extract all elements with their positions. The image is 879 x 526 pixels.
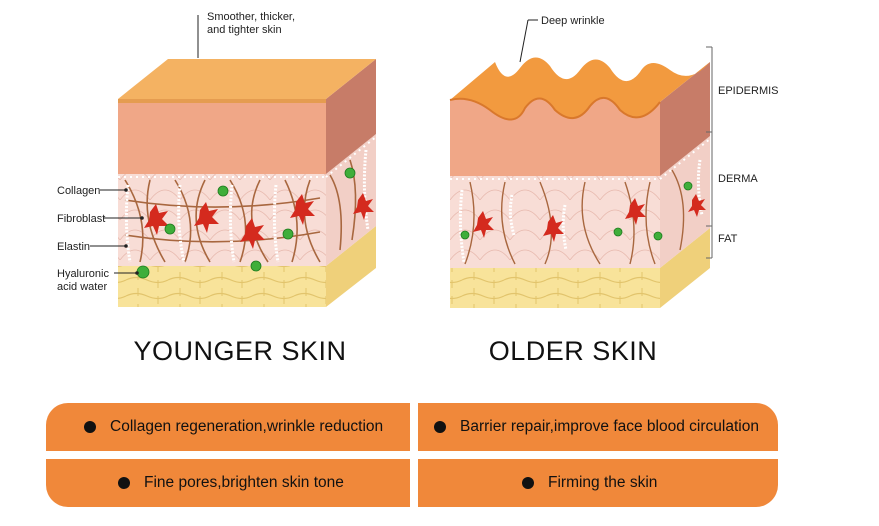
- hyaluronic-label-line2: acid water: [57, 281, 107, 293]
- benefit-text: Fine pores,brighten skin tone: [144, 474, 344, 492]
- older-skin-block: [450, 57, 710, 308]
- older-fat-layer: [450, 268, 660, 308]
- svg-text:and tighter skin: and tighter skin: [207, 24, 282, 36]
- svg-text:Smoother, thicker,: Smoother, thicker,: [207, 11, 295, 23]
- older-skin-title: OLDER SKIN: [489, 336, 658, 366]
- benefit-fine-pores: Fine pores,brighten skin tone: [46, 459, 410, 507]
- benefit-text: Firming the skin: [548, 474, 657, 492]
- younger-top-note: Smoother, thicker, and tighter skin: [198, 11, 295, 58]
- bullet-icon: [118, 477, 130, 489]
- epidermis-label: EPIDERMIS: [718, 85, 779, 97]
- benefit-text: Collagen regeneration,wrinkle reduction: [110, 418, 383, 436]
- layer-bracket: EPIDERMIS DERMA FAT: [706, 47, 779, 258]
- benefit-firming: Firming the skin: [418, 459, 778, 507]
- hyaluronic-label-line1: Hyaluronic: [57, 268, 109, 280]
- deep-wrinkle-note: Deep wrinkle: [520, 15, 605, 62]
- younger-top-note-line2: and tighter skin: [207, 24, 282, 36]
- svg-text:Hyaluronic: Hyaluronic: [57, 268, 109, 280]
- benefit-collagen-regeneration: Collagen regeneration,wrinkle reduction: [46, 403, 410, 451]
- bullet-icon: [434, 421, 446, 433]
- fat-label: FAT: [718, 233, 738, 245]
- elastin-label: Elastin: [57, 241, 90, 253]
- benefit-text: Barrier repair,improve face blood circul…: [460, 418, 759, 436]
- younger-epidermis-layer: [118, 99, 326, 174]
- deep-wrinkle-label: Deep wrinkle: [541, 15, 605, 27]
- bullet-icon: [84, 421, 96, 433]
- bullet-icon: [522, 477, 534, 489]
- fibroblast-label: Fibroblast: [57, 213, 105, 225]
- derma-label: DERMA: [718, 173, 758, 185]
- younger-skin-block: [118, 59, 376, 307]
- svg-text:acid water: acid water: [57, 281, 107, 293]
- younger-skin-title: YOUNGER SKIN: [133, 336, 346, 366]
- younger-top-note-line1: Smoother, thicker,: [207, 11, 295, 23]
- collagen-label: Collagen: [57, 185, 100, 197]
- benefit-barrier-repair: Barrier repair,improve face blood circul…: [418, 403, 778, 451]
